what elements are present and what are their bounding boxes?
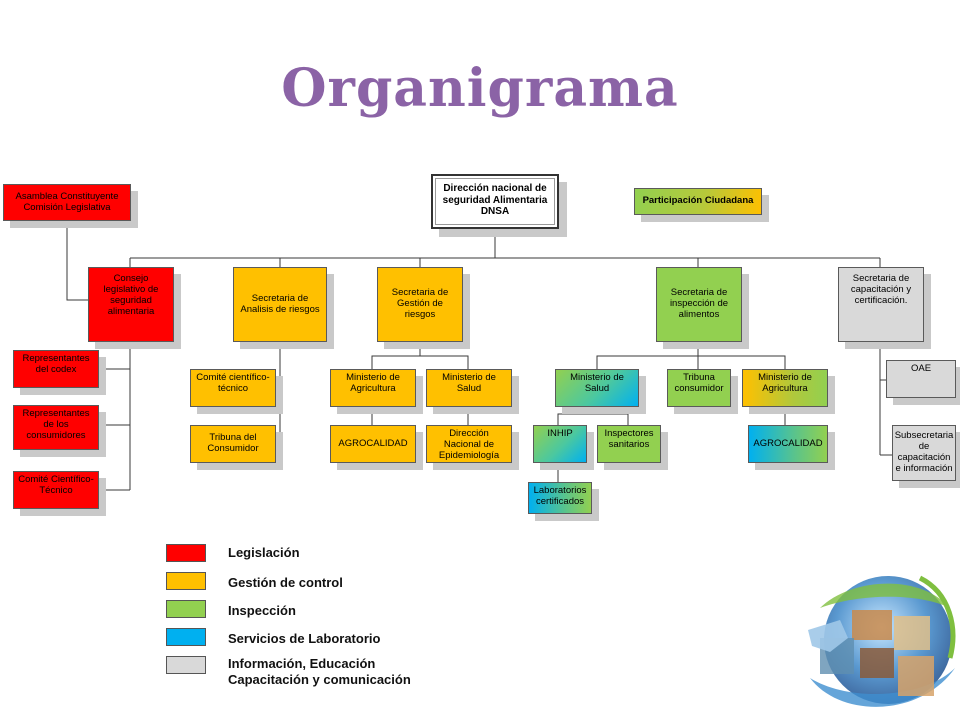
node-consejo-legislativo: Consejo legislativo de seguridad aliment… bbox=[88, 267, 174, 342]
node-tribuna-del-consumidor: Tribuna del Consumidor bbox=[190, 425, 276, 463]
legend-label-laboratorio: Servicios de Laboratorio bbox=[228, 631, 381, 646]
legend-label-inspeccion: Inspección bbox=[228, 603, 296, 618]
node-representantes-consumidores: Representantes de los consumidores bbox=[13, 405, 99, 450]
node-ministerio-salud-inspeccion: Ministerio de Salud bbox=[555, 369, 639, 407]
legend-swatch-gestion bbox=[166, 572, 206, 590]
node-agrocalidad-inspeccion: AGROCALIDAD bbox=[748, 425, 828, 463]
globe-collage-image bbox=[808, 575, 956, 707]
node-asamblea: Asamblea Constituyente Comisión Legislat… bbox=[3, 184, 131, 221]
legend-swatch-inspeccion bbox=[166, 600, 206, 618]
node-inspectores-sanitarios: Inspectores sanitarios bbox=[597, 425, 661, 463]
node-secretaria-inspeccion-alimentos: Secretaria de inspección de alimentos bbox=[656, 267, 742, 342]
node-oae: OAE bbox=[886, 360, 956, 398]
legend-label-informacion: Información, Educación bbox=[228, 656, 376, 671]
legend-label-legislacion: Legislación bbox=[228, 545, 300, 560]
node-agrocalidad-gestion: AGROCALIDAD bbox=[330, 425, 416, 463]
legend-swatch-informacion bbox=[166, 656, 206, 674]
legend-label-capacitacion: Capacitación y comunicación bbox=[228, 672, 411, 687]
page-title: Organigrama bbox=[281, 58, 679, 119]
node-tribuna-consumidor-inspeccion: Tribuna consumidor bbox=[667, 369, 731, 407]
node-inhip: INHIP bbox=[533, 425, 587, 463]
connector-salud-inspectores bbox=[597, 413, 629, 425]
node-subsecretaria-capacitacion: Subsecretaria de capacitación e informac… bbox=[892, 425, 956, 481]
node-ministerio-agricultura-gestion: Ministerio de Agricultura bbox=[330, 369, 416, 407]
legend-swatch-legislacion bbox=[166, 544, 206, 562]
connector-inspeccion-children bbox=[596, 342, 699, 369]
node-direccion-epidemiologia: Dirección Nacional de Epidemiología bbox=[426, 425, 512, 463]
node-representantes-codex: Representantes del codex bbox=[13, 350, 99, 388]
connector-gestion-salud bbox=[420, 355, 469, 369]
node-dnsa: Dirección nacional de seguridad Alimenta… bbox=[431, 174, 559, 229]
connector-inspeccion-agri bbox=[698, 355, 786, 369]
legend-label-gestion: Gestión de control bbox=[228, 575, 343, 590]
node-secretaria-gestion-riesgos: Secretaria de Gestión de riesgos bbox=[377, 267, 463, 342]
node-secretaria-analisis-riesgos: Secretaria de Analisis de riesgos bbox=[233, 267, 327, 342]
connector-gestion-children bbox=[371, 342, 421, 369]
legend-swatch-laboratorio bbox=[166, 628, 206, 646]
node-secretaria-capacitacion: Secretaria de capacitación y certificaci… bbox=[838, 267, 924, 342]
node-ministerio-agricultura-inspeccion: Ministerio de Agricultura bbox=[742, 369, 828, 407]
connector-asamblea-consejo bbox=[66, 220, 88, 301]
node-participacion-ciudadana: Participación Ciudadana bbox=[634, 188, 762, 215]
node-comite-cientifico-tecnico: Comité científico-técnico bbox=[190, 369, 276, 407]
node-comite-cientifico-tecnico-legislacion: Comité Científico-Técnico bbox=[13, 471, 99, 509]
connector-salud-children bbox=[557, 406, 598, 425]
node-laboratorios-certificados: Laboratorios certificados bbox=[528, 482, 592, 514]
node-ministerio-salud-gestion: Ministerio de Salud bbox=[426, 369, 512, 407]
